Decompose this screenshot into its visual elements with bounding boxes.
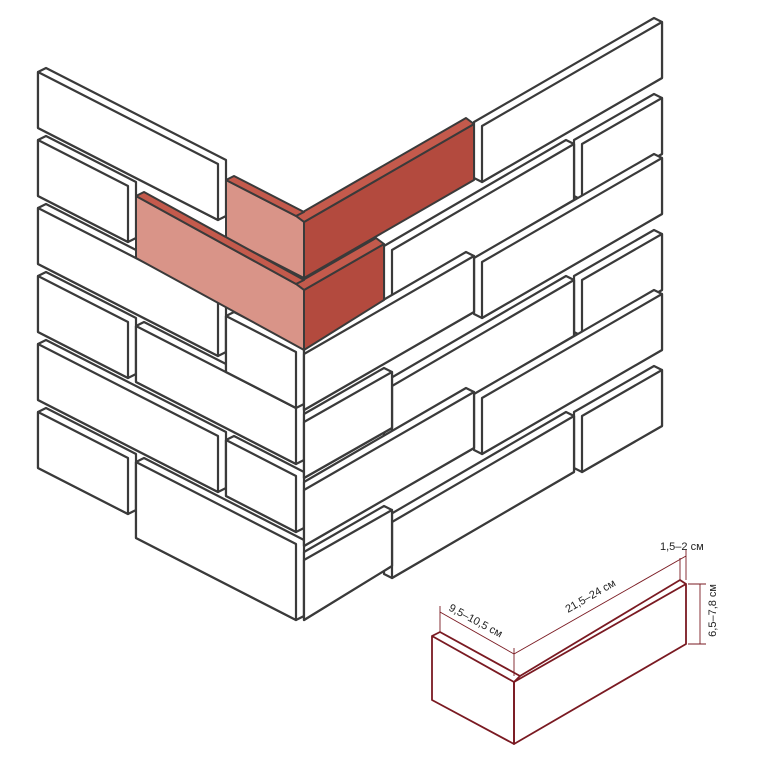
wall-brick-face [302, 508, 394, 622]
accent-brick-short-top [225, 175, 305, 217]
wall-brick-face [580, 232, 664, 338]
wall-brick-face [36, 274, 130, 380]
brick-wall-corner [36, 16, 664, 622]
left-wall-face [36, 66, 306, 622]
accent-corner-brick-upper [225, 117, 475, 279]
right-brick-row-3 [302, 152, 664, 412]
wall-brick-face [224, 314, 298, 410]
wall-brick-face [302, 370, 394, 480]
wall-brick-face [302, 390, 476, 548]
accent-corner-brick-lower [135, 191, 385, 351]
wall-brick-face [580, 96, 664, 202]
wall-brick-face [480, 292, 664, 456]
wall-brick-face [480, 20, 664, 184]
dimension-height-label: 6,5–7,8 см [707, 584, 719, 637]
corner-brick-detail: 1,5–2 см 6,5–7,8 см 21,5–24 см 9,5–10,5 … [431, 541, 719, 745]
wall-brick-face [36, 138, 130, 244]
wall-brick-face [224, 438, 298, 534]
right-brick-row-4 [302, 228, 664, 480]
left-brick-row-1 [36, 66, 228, 222]
accent-brick-left-top [135, 191, 305, 285]
left-brick-row-6 [36, 406, 306, 622]
right-brick-row-2 [382, 92, 664, 308]
highlighted-corner-bricks [135, 117, 475, 351]
wall-brick-face [36, 70, 220, 222]
detail-brick-outline [431, 579, 687, 745]
right-brick-row-6 [302, 364, 664, 622]
wall-brick-face [134, 460, 298, 622]
wall-brick-face [302, 254, 476, 412]
dimension-lines [439, 550, 706, 676]
right-brick-row-5 [302, 288, 664, 548]
right-wall-face [302, 16, 664, 622]
wall-brick-face [580, 368, 664, 474]
wall-brick-face [480, 156, 664, 320]
dimension-width-label: 9,5–10,5 см [447, 602, 505, 640]
dimension-thickness-label: 1,5–2 см [660, 541, 704, 553]
left-brick-row-5 [36, 338, 306, 534]
wall-brick-face [36, 342, 220, 494]
wall-brick-face [36, 410, 130, 516]
right-brick-row-1 [472, 16, 664, 184]
